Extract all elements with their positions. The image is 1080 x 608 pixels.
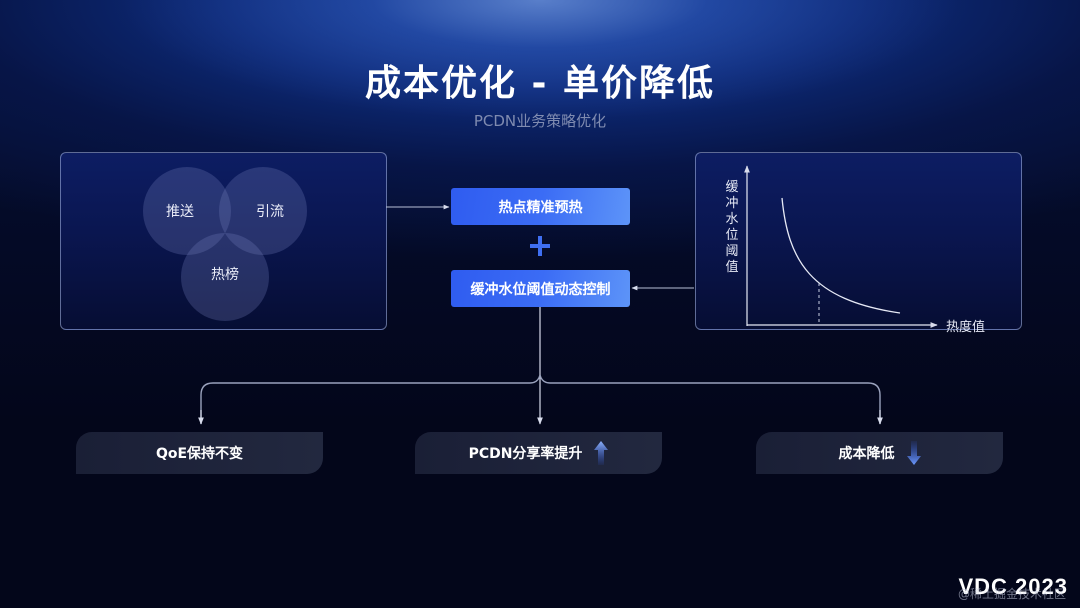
venn-label-hotlist: 热榜 xyxy=(211,267,239,283)
result-pcdn-label: PCDN分享率提升 xyxy=(468,446,583,462)
curve-chart-panel xyxy=(695,152,1022,330)
result-cost-reduced: 成本降低 xyxy=(756,432,1003,474)
chart-x-axis-label: 热度值 xyxy=(946,320,986,335)
plus-icon xyxy=(530,236,550,256)
arrow-up-icon xyxy=(594,441,609,465)
arrow-down-icon xyxy=(906,441,921,465)
venn-label-traffic: 引流 xyxy=(256,204,284,220)
result-qoe-label: QoE保持不变 xyxy=(155,446,244,462)
result-qoe-unchanged: QoE保持不变 xyxy=(76,432,323,474)
watermark: @稀土掘金技术社区 xyxy=(957,587,1066,601)
hotspot-preheat-label: 热点精准预热 xyxy=(498,199,583,216)
buffer-threshold-control-box: 缓冲水位阈值动态控制 xyxy=(451,270,630,307)
page-title: 成本优化 - 单价降低 xyxy=(364,63,715,104)
chart-y-axis-label: 缓冲水位阈值 xyxy=(725,180,739,275)
venn-panel: 推送 引流 热榜 xyxy=(60,152,387,330)
venn-circle-hotlist: 热榜 xyxy=(181,233,269,321)
page-subtitle: PCDN业务策略优化 xyxy=(473,112,607,130)
buffer-threshold-control-label: 缓冲水位阈值动态控制 xyxy=(470,281,611,298)
venn-circle-push: 推送 xyxy=(143,167,231,255)
result-pcdn-share-increase: PCDN分享率提升 xyxy=(415,432,662,474)
hotspot-preheat-box: 热点精准预热 xyxy=(451,188,630,225)
venn-label-push: 推送 xyxy=(166,204,194,220)
venn-circle-traffic: 引流 xyxy=(219,167,307,255)
vdc-logo: VDC 2023 xyxy=(958,574,1068,599)
result-cost-label: 成本降低 xyxy=(838,446,895,462)
